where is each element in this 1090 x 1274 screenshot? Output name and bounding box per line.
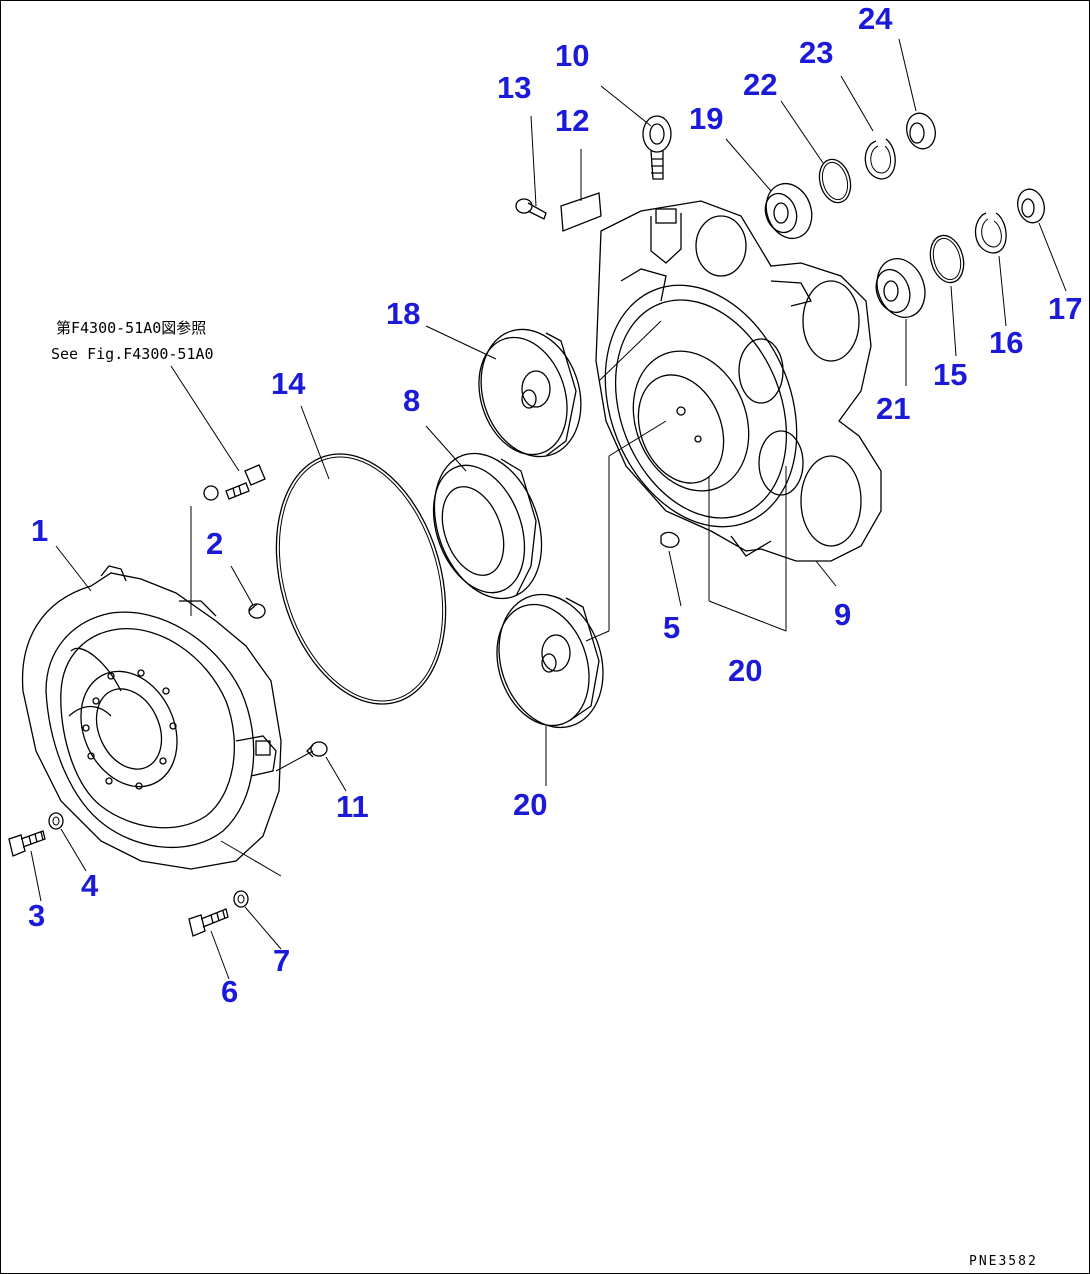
part-3-bolt	[8, 830, 46, 857]
reference-note-english: See Fig.F4300-51A0	[51, 345, 214, 363]
label-3: 3	[28, 898, 45, 933]
reference-note-japanese: 第F4300-51A0図参照	[56, 319, 206, 337]
label-6: 6	[221, 974, 238, 1009]
label-16: 16	[989, 325, 1023, 360]
part-14-o-ring	[275, 453, 447, 705]
label-2: 2	[206, 526, 223, 561]
part-13-screw	[515, 198, 547, 220]
label-11: 11	[336, 789, 369, 824]
label-19: 19	[689, 101, 723, 136]
label-15: 15	[933, 357, 967, 392]
label-23: 23	[799, 35, 833, 70]
label-10: 10	[555, 38, 589, 73]
part-15-ring	[929, 234, 965, 284]
part-18-gear	[478, 328, 582, 458]
part-10-eye-bolt	[642, 115, 672, 180]
part-4-washer	[48, 812, 64, 830]
reference-bolt	[203, 464, 266, 501]
part-9-gear-case	[595, 200, 882, 562]
drawing-code: PNE3582	[969, 1254, 1038, 1269]
label-12: 12	[555, 103, 589, 138]
part-22-ring	[818, 158, 852, 204]
part-1-front-cover	[21, 565, 282, 870]
label-20-right: 20	[728, 653, 762, 688]
label-24: 24	[858, 1, 893, 36]
label-18: 18	[386, 296, 420, 331]
part-23-circlip	[864, 138, 896, 180]
label-21: 21	[876, 391, 910, 426]
label-4: 4	[81, 868, 99, 903]
part-21-bearing	[875, 258, 926, 318]
label-22: 22	[743, 67, 777, 102]
label-17: 17	[1048, 291, 1082, 326]
part-16-circlip	[974, 212, 1007, 254]
part-19-bearing	[764, 182, 813, 240]
label-20-lower: 20	[513, 787, 547, 822]
part-20-lower-gear	[496, 593, 604, 729]
part-8-bearing	[432, 452, 543, 600]
part-17-nut	[1017, 188, 1045, 224]
leader-lines	[30, 38, 1067, 980]
part-11-plug	[306, 741, 328, 758]
label-5: 5	[663, 610, 680, 645]
part-7-washer	[233, 890, 249, 908]
label-1: 1	[31, 513, 48, 548]
part-2-plug	[248, 603, 266, 619]
part-number-labels: 1 2 3 4 5 6 7 8 9 10 11 12 13 14 15 16 1…	[28, 1, 1082, 1009]
label-14: 14	[271, 366, 306, 401]
label-8: 8	[403, 383, 420, 418]
label-7: 7	[273, 943, 290, 978]
part-5-plug	[660, 531, 680, 548]
part-6-bolt	[188, 908, 229, 937]
part-24-nut	[906, 112, 936, 150]
label-9: 9	[834, 597, 851, 632]
label-13: 13	[497, 70, 531, 105]
part-12-nameplate	[560, 192, 602, 232]
